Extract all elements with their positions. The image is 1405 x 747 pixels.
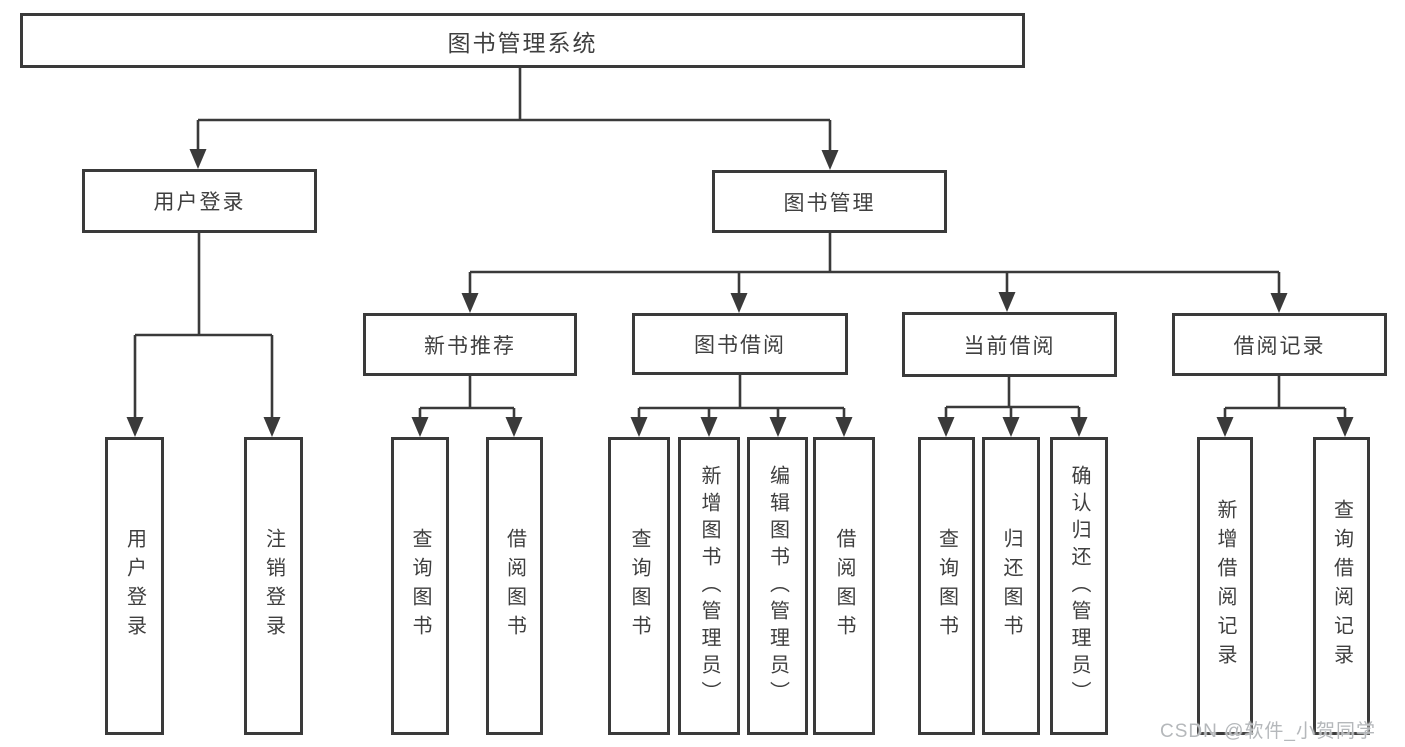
connector-user-login-children xyxy=(133,231,274,423)
node-borrowing-records: 借阅记录 xyxy=(1172,313,1387,376)
leaf-query-books-current: 查询图书 xyxy=(918,437,975,735)
node-user-login-branch: 用户登录 xyxy=(82,169,317,233)
leaf-borrow-books-recommend: 借阅图书 xyxy=(486,437,543,735)
leaf-user-login: 用户登录 xyxy=(105,437,164,735)
connector-root-to-branches xyxy=(196,66,832,156)
node-new-book-recommend: 新书推荐 xyxy=(363,313,577,376)
leaf-return-books: 归还图书 xyxy=(982,437,1040,735)
leaf-add-borrow-record: 新增借阅记录 xyxy=(1197,437,1253,735)
node-current-borrowing: 当前借阅 xyxy=(902,312,1117,377)
leaf-query-books-recommend: 查询图书 xyxy=(391,437,449,735)
leaf-edit-books-admin: 编辑图书（管理员） xyxy=(747,437,808,735)
node-book-borrowing: 图书借阅 xyxy=(632,313,848,375)
connector-new-book-children xyxy=(418,374,516,423)
connector-borrow-records-children xyxy=(1223,374,1347,423)
connector-current-borrow-children xyxy=(944,375,1081,423)
connector-book-borrow-children xyxy=(637,373,846,423)
node-root: 图书管理系统 xyxy=(20,13,1025,68)
arrowhead-icons xyxy=(126,149,1354,437)
leaf-logout: 注销登录 xyxy=(244,437,303,735)
leaf-query-borrow-record: 查询借阅记录 xyxy=(1313,437,1370,735)
leaf-borrow-books-borrowing: 借阅图书 xyxy=(813,437,875,735)
leaf-query-books-borrowing: 查询图书 xyxy=(608,437,670,735)
leaf-confirm-return-admin: 确认归还（管理员） xyxy=(1050,437,1108,735)
node-book-management: 图书管理 xyxy=(712,170,947,233)
watermark-text: CSDN @软件_小贺同学 xyxy=(1160,721,1376,742)
leaf-add-books-admin: 新增图书（管理员） xyxy=(678,437,740,735)
connector-book-mgmt-children xyxy=(468,231,1281,299)
